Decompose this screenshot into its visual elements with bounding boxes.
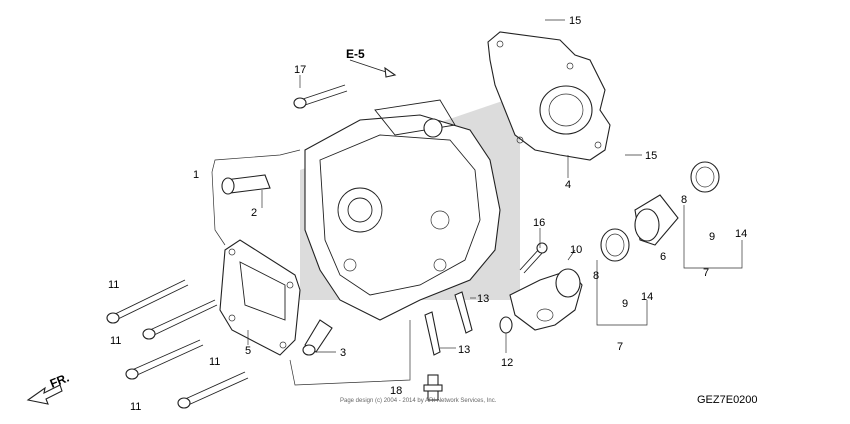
callout-15-top: 15	[569, 15, 581, 27]
bolt-11-c	[125, 339, 204, 380]
direction-label: FR.	[48, 371, 71, 391]
callout-11-a: 11	[108, 279, 119, 291]
bolt-11-a	[106, 279, 189, 324]
bolt-16	[519, 242, 548, 274]
callout-9-upper: 9	[709, 231, 715, 243]
callout-2: 2	[251, 207, 257, 219]
callout-18: 18	[390, 385, 402, 397]
bolt-17	[293, 84, 348, 109]
callout-14-upper: 14	[735, 228, 747, 240]
callout-15-mid: 15	[645, 150, 657, 162]
callout-11-c: 11	[130, 401, 141, 413]
callout-1: 1	[193, 169, 199, 181]
callout-13-b: 13	[458, 344, 470, 356]
clamp-7-lower	[600, 228, 630, 262]
callout-7-lower: 7	[617, 341, 623, 353]
callout-6: 6	[660, 251, 666, 263]
bolt-11-b	[142, 299, 218, 340]
copyright-notice: Page design (c) 2004 - 2014 by ARI Netwo…	[340, 398, 497, 404]
callout-16: 16	[533, 217, 545, 229]
cylinder-head-gasket	[487, 31, 611, 161]
clamp-7-upper	[690, 161, 720, 193]
bolt-11-d	[177, 371, 249, 409]
callout-8-lower: 8	[593, 270, 599, 282]
callout-5: 5	[245, 345, 251, 357]
callout-bracket-sub	[289, 320, 411, 386]
callout-12: 12	[501, 357, 513, 369]
callout-bracket-1-top	[211, 149, 301, 173]
callout-7-upper: 7	[703, 267, 709, 279]
hose	[634, 194, 679, 246]
callout-11-d: 11	[209, 356, 220, 368]
leader-lines	[247, 19, 743, 353]
callout-17: 17	[294, 64, 306, 76]
part-3-cap	[302, 319, 333, 356]
cylinder-head	[304, 99, 501, 321]
thermostat-housing	[509, 268, 583, 331]
callout-13-a: 13	[477, 293, 489, 305]
diagram-code: GEZ7E0200	[697, 394, 758, 406]
spark-plug	[423, 374, 443, 401]
callout-10: 10	[570, 244, 582, 256]
callout-bracket-1	[211, 171, 226, 246]
callout-8-upper: 8	[681, 194, 687, 206]
section-reference: E-5	[346, 47, 365, 61]
callout-4: 4	[565, 179, 571, 191]
callout-3: 3	[340, 347, 346, 359]
callout-11-b: 11	[110, 335, 121, 347]
stud-13-b	[424, 311, 441, 356]
part-2-cap	[221, 174, 271, 195]
cover-plate	[219, 239, 301, 356]
callout-14-lower: 14	[641, 291, 653, 303]
callout-9-lower: 9	[622, 298, 628, 310]
stud-13-a	[454, 291, 473, 334]
section-arrowhead	[384, 66, 397, 78]
front-arrow-icon	[26, 384, 63, 405]
o-ring	[499, 316, 513, 334]
